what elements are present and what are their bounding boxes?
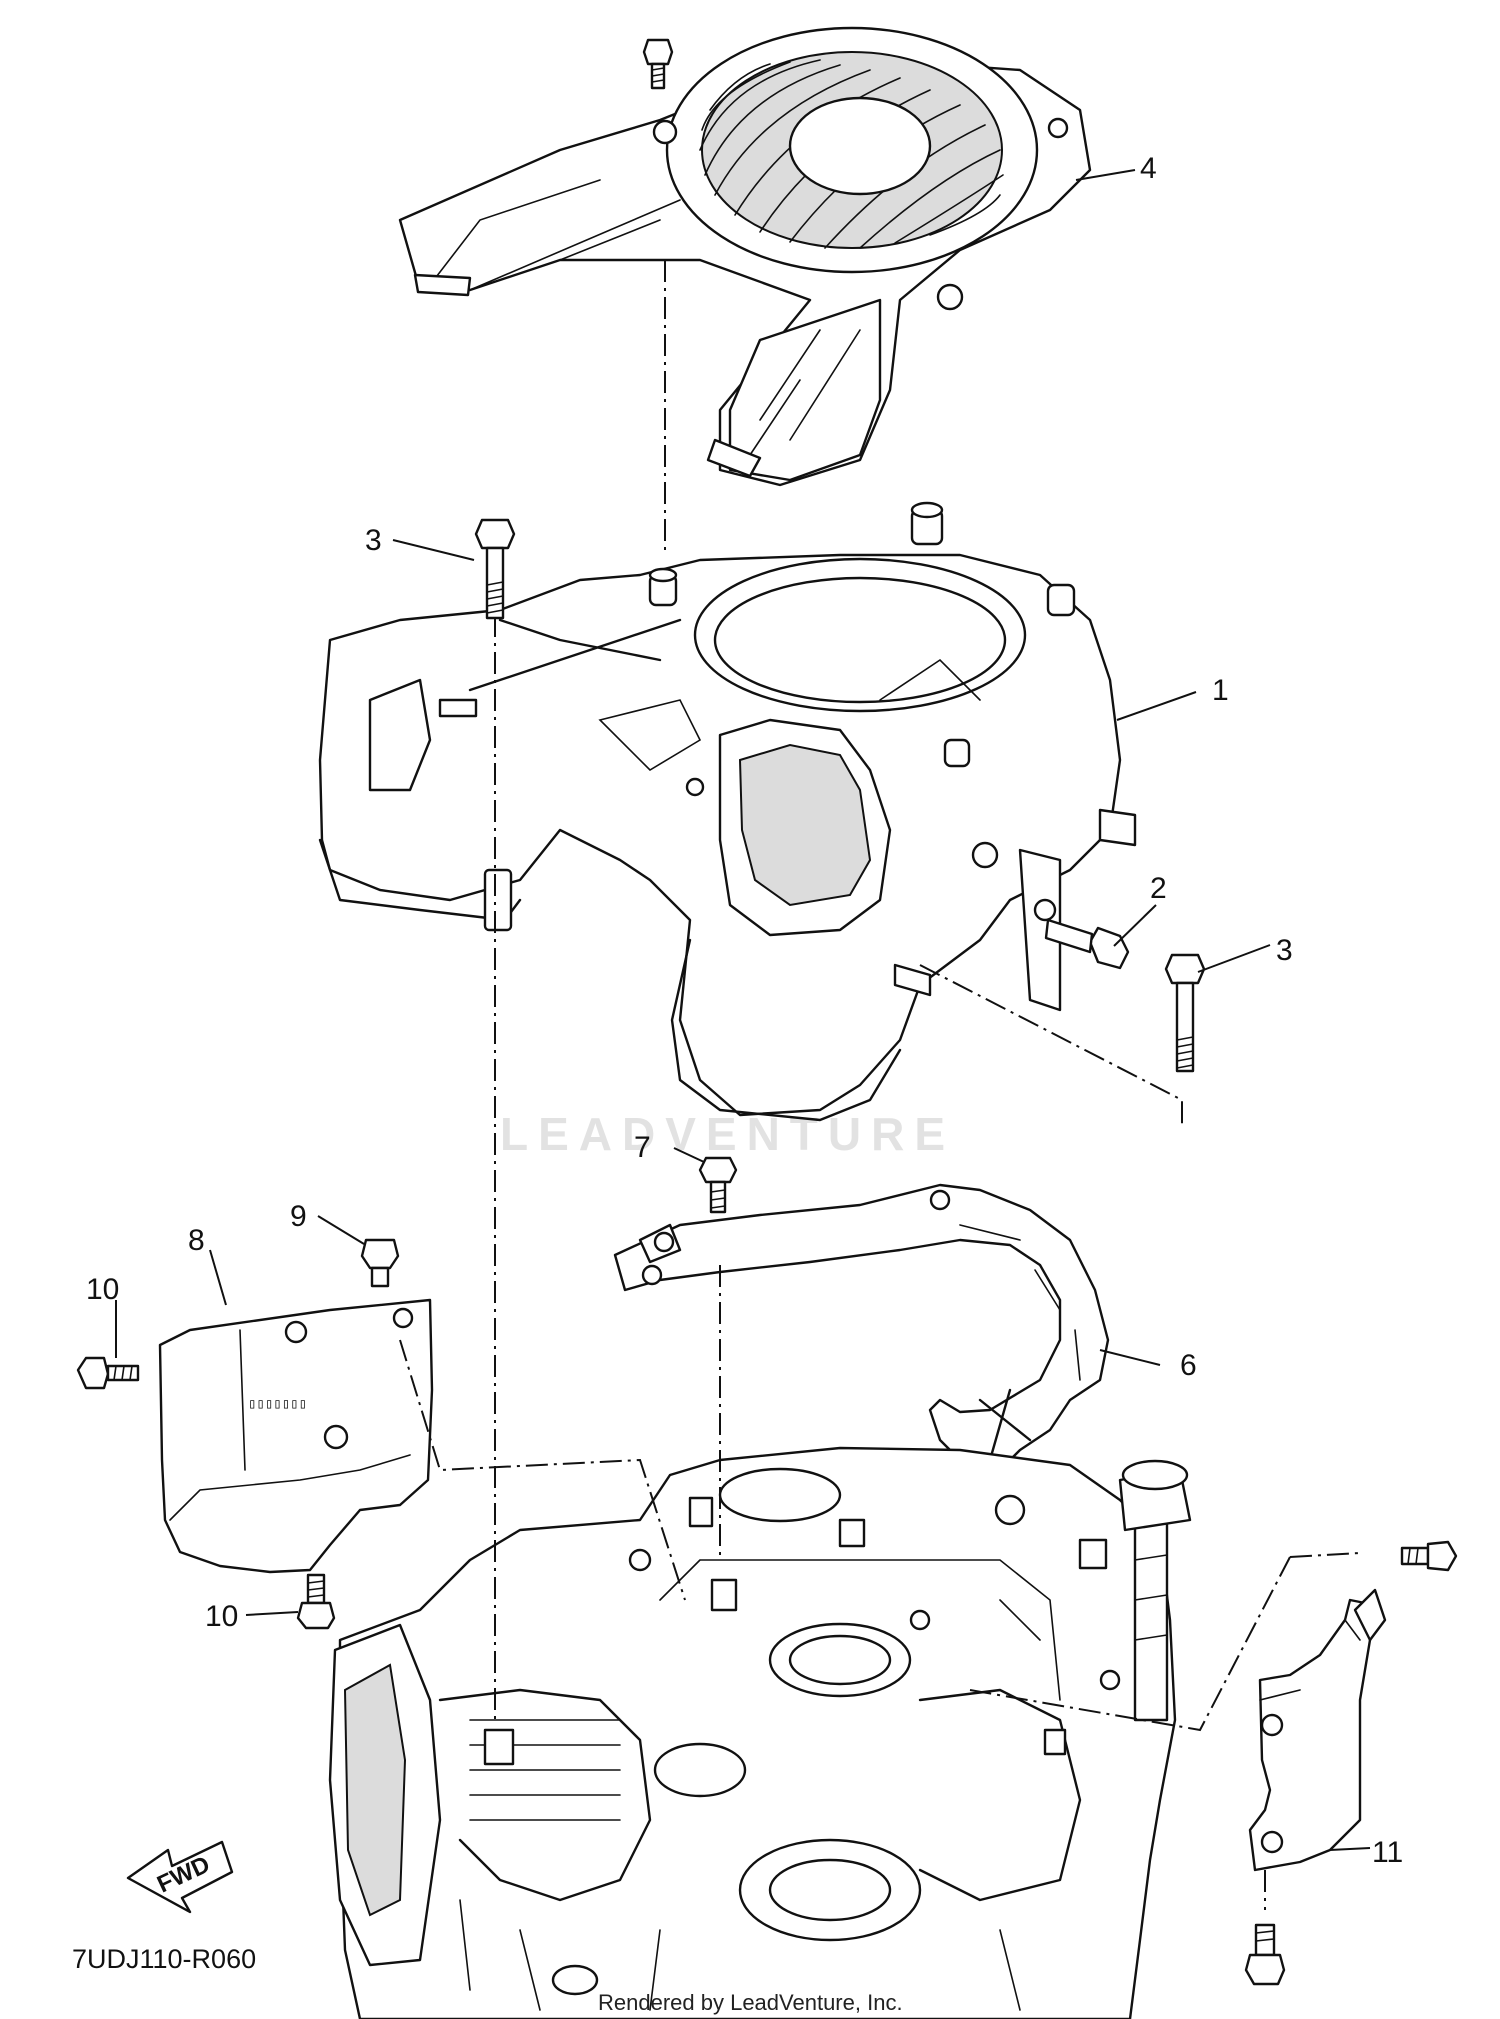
callout-9: 9 (290, 1200, 307, 1233)
callout-11: 11 (1372, 1836, 1403, 1869)
callout-7: 7 (634, 1131, 651, 1164)
part-7-bolt[interactable] (698, 1156, 738, 1214)
part-10-bolt-bottom[interactable] (296, 1573, 336, 1630)
fan-vanes (699, 59, 1004, 249)
part-3-bolt-right[interactable] (1164, 953, 1206, 1073)
fwd-arrow: FWD (126, 1840, 234, 1914)
part-1-air-shroud[interactable] (318, 501, 1137, 1122)
callout-2: 2 (1150, 872, 1167, 905)
engine-block (328, 1446, 1192, 2019)
part-8-cover[interactable]: ▯▯▯▯▯▯▯ (158, 1298, 434, 1574)
bolt-part-11-bottom[interactable] (1244, 1923, 1286, 1986)
callout-6: 6 (1180, 1349, 1197, 1382)
part-3-bolt-left[interactable] (474, 518, 516, 620)
callout-3-right: 3 (1276, 934, 1293, 967)
render-credit: Rendered by LeadVenture, Inc. (598, 1990, 903, 2015)
callout-labels: 1 2 3 3 4 6 7 8 9 10 10 11 (86, 152, 1403, 1869)
part-9-bolt[interactable] (360, 1238, 400, 1288)
callout-1: 1 (1212, 674, 1229, 707)
bolt-part-11-top[interactable] (1400, 1540, 1458, 1572)
part-2-bolt[interactable] (1044, 918, 1130, 970)
bolt-fan-cover[interactable] (642, 38, 674, 90)
callout-3-left: 3 (365, 524, 382, 557)
part-6-bracket[interactable] (613, 1183, 1110, 1487)
part-10-bolt-left[interactable] (76, 1356, 140, 1390)
part-4-fan-cover[interactable] (398, 26, 1092, 487)
assembly-lines (399, 260, 1361, 1910)
part-11-bracket[interactable] (1248, 1588, 1387, 1872)
diagram-code: 7UDJ110-R060 (72, 1944, 256, 1974)
callout-8: 8 (188, 1224, 205, 1257)
callout-10-bottom: 10 (205, 1600, 238, 1633)
cover-stamp: ▯▯▯▯▯▯▯ (248, 1397, 307, 1413)
callout-4: 4 (1140, 152, 1157, 185)
leader-lines (115, 169, 1371, 1851)
callout-10-left: 10 (86, 1273, 119, 1306)
watermark-text: LEADVENTURE (500, 1108, 955, 1160)
